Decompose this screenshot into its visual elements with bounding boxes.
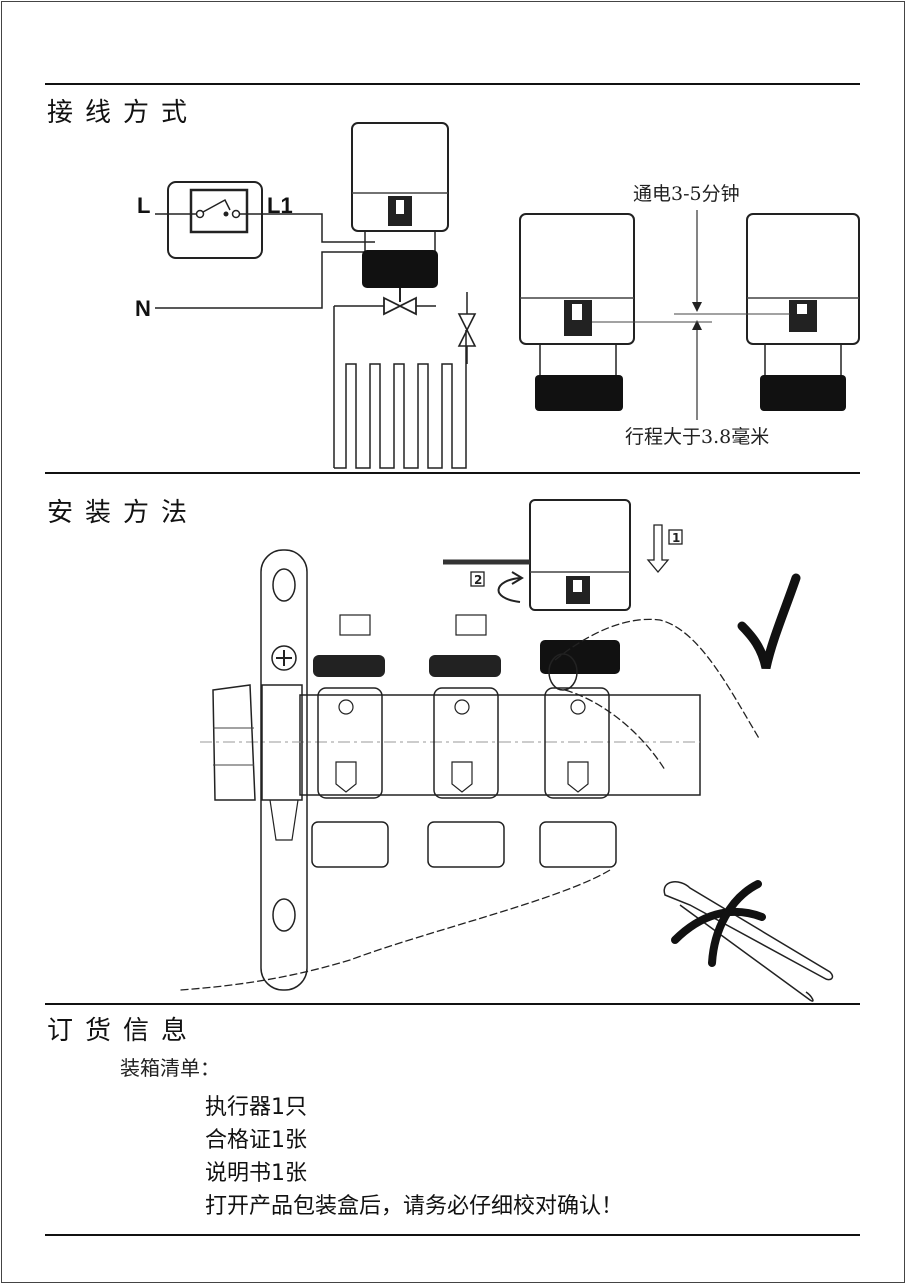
valve-3	[539, 687, 617, 868]
actuator-before	[519, 213, 635, 411]
section-divider	[45, 472, 860, 474]
section-divider	[45, 83, 860, 85]
section-divider	[45, 1234, 860, 1236]
packing-list-label: 装箱清单：	[120, 1056, 220, 1080]
actuator-after	[746, 213, 860, 411]
installation-section-title: 安装方法	[47, 498, 200, 528]
step-2-label: 2	[474, 573, 482, 587]
label-neutral: N	[135, 296, 151, 321]
mounting-bracket	[260, 549, 308, 991]
check-mark-icon	[737, 573, 801, 670]
packing-list-note: 打开产品包装盒后，请务必仔细校对确认！	[205, 1194, 624, 1219]
power-on-note: 通电3-5分钟	[633, 183, 740, 205]
step-1-label: 1	[672, 531, 680, 545]
actuator-wiring	[351, 122, 449, 302]
manifold-pipe	[299, 694, 701, 796]
wiring-section-title: 接线方式	[47, 98, 200, 128]
packing-list-item: 执行器1只	[205, 1095, 307, 1120]
label-live: L	[137, 193, 150, 218]
ordering-section-title: 订货信息	[47, 1016, 200, 1046]
down-arrow-icon	[646, 524, 670, 574]
stroke-note: 行程大于3.8毫米	[625, 426, 769, 448]
valve-1	[311, 614, 389, 868]
actuator-installing	[529, 499, 631, 674]
switch-inner	[189, 188, 249, 234]
hand	[179, 618, 761, 991]
rotate-arrow-icon	[497, 571, 524, 603]
heating-loop	[334, 330, 467, 469]
section-divider	[45, 1003, 860, 1005]
switch-box	[167, 181, 263, 259]
packing-list-item: 合格证1张	[205, 1128, 307, 1153]
valve-2	[427, 614, 505, 868]
installation-diagram: 1 2	[179, 499, 834, 1002]
wrench-forbidden-icon	[663, 880, 834, 1002]
wiring-diagram: L L1 N 通电3-5分钟 行程大	[135, 122, 860, 469]
packing-list-item: 说明书1张	[205, 1161, 307, 1186]
